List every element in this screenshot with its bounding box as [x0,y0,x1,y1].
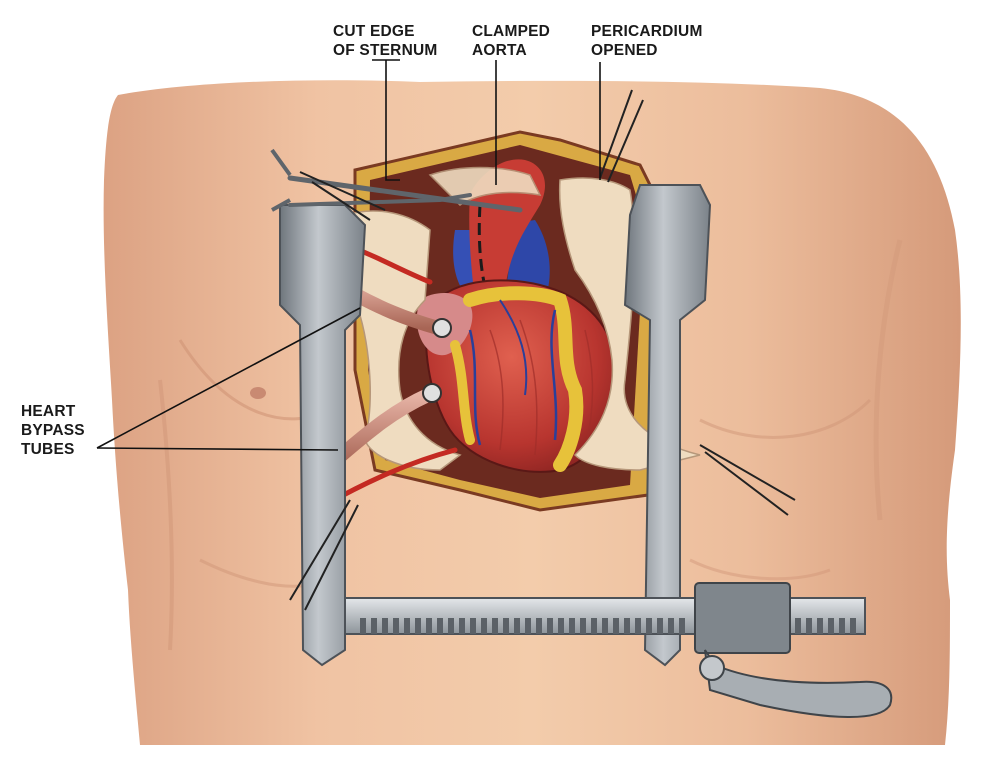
retractor-tooth [371,618,377,634]
retractor-tooth [459,618,465,634]
label-pericardium-opened: PERICARDIUM OPENED [591,22,703,60]
heart-muscle-striations [489,319,594,456]
sternum-leader-line [385,60,400,181]
coronary-vein-1 [550,309,558,441]
label-line: CLAMPED [472,23,551,40]
retractor-tooth [850,618,856,634]
retractor-tooth [591,618,597,634]
aortic-clamp [270,89,796,611]
retractor-tooth [448,618,454,634]
retractor-tooth [558,618,564,634]
label-line: CUT EDGE [333,23,415,40]
retractor-tooth [503,618,509,634]
label-line: BYPASS [21,422,85,439]
retractor-tooth [360,618,366,634]
retractor-tooth [536,618,542,634]
heart-fat [463,286,584,472]
bypass-leader-line-lower [96,447,339,451]
suture-lines-top-right [599,89,644,183]
retractor-tooth [481,618,487,634]
clamp-jaw [287,175,523,213]
retractor-tooth [492,618,498,634]
label-line: HEART [21,403,76,420]
retractor-crank-handle [704,649,893,718]
label-line: OPENED [591,42,658,59]
retractor-tooth [839,618,845,634]
retractor-tooth [817,618,823,634]
retractor-tooth [613,618,619,634]
abdomen-contour [199,558,311,588]
label-line: PERICARDIUM [591,23,703,40]
retractor-tooth [382,618,388,634]
retractor-tooth [437,618,443,634]
cannula-lower [422,383,442,403]
retractor-tooth [525,618,531,634]
retractor-tooth [470,618,476,634]
label-line: AORTA [472,42,527,59]
nipple [250,387,266,399]
retractor-tooth [806,618,812,634]
retractor-tooth [514,618,520,634]
retractor-tooth [624,618,630,634]
retractor-tooth [635,618,641,634]
bypass-leader-line-upper [96,307,361,449]
retractor-tooth [404,618,410,634]
clamp-handle-loops [270,148,292,212]
coronary-vein-3 [499,299,528,396]
leader-lines [96,59,601,451]
left-arm-contour [158,379,174,651]
retractor-crank-housing [694,582,791,654]
suture-lines-bottom-left [289,499,359,611]
retractor-tooth [668,618,674,634]
label-line: OF STERNUM [333,42,438,59]
retractor-tooth [393,618,399,634]
retractor-right-blade [623,184,712,667]
retractor-tooth [657,618,663,634]
label-line: TUBES [21,441,75,458]
right-arm-contour [873,239,903,521]
heart [416,279,617,473]
retractor-tooth [828,618,834,634]
retractor-tooth [547,618,553,634]
retractor-tooth [415,618,421,634]
retractor-tooth [569,618,575,634]
label-clamped-aorta: CLAMPED AORTA [472,22,550,60]
retractor-tooth [602,618,608,634]
label-cut-edge-of-sternum: CUT EDGE OF STERNUM [333,22,437,60]
label-heart-bypass-tubes: HEART BYPASS TUBES [21,402,85,459]
crank-bolt [699,655,725,681]
retractor-tooth [795,618,801,634]
clamp-jaw-2 [288,193,472,207]
coronary-vein-2 [468,329,482,446]
retractor-tooth [646,618,652,634]
retractor-teeth [360,618,856,634]
aorta-dashed-line [477,204,490,301]
retractor-tooth [679,618,685,634]
heart-fat-left [450,340,475,445]
suture-lines-right [699,444,796,516]
right-pectoral-contour [699,398,872,439]
sternal-retractor [279,184,893,718]
abdomen-contour-2 [689,558,831,581]
cannula-upper [432,318,452,338]
retractor-tooth [426,618,432,634]
suture-lines-left [299,171,386,221]
retractor-left-blade [279,204,367,667]
retractor-tooth [580,618,586,634]
